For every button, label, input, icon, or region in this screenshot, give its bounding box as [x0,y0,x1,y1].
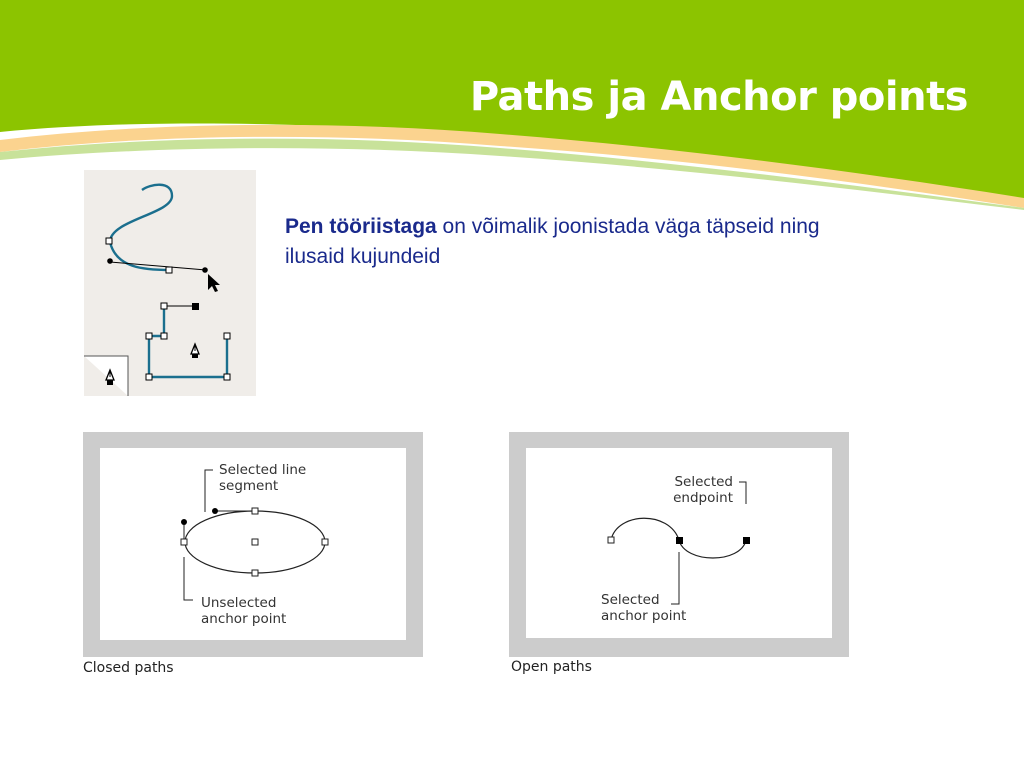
direction-handle [107,258,113,264]
callout-line [204,469,213,512]
anchor-point [223,373,231,381]
curved-path-tail [108,241,171,272]
selected-anchor-point [676,537,683,544]
open-paths-figure: Selected endpoint Selected anchor point [509,432,849,657]
angular-path [147,306,229,379]
header-orange-wave [0,124,1024,208]
anchor-point [223,332,231,340]
label-anchor-2: anchor point [601,608,686,624]
header-light-wave [0,138,1024,210]
label-unselected-1: Unselected [201,595,276,611]
label-anchor-1: Selected [601,592,660,608]
slide-title: Paths ja Anchor points [469,74,969,120]
center-point [251,538,259,546]
closed-paths-figure: Selected line segment Unselected anchor … [83,432,423,657]
anchor-point [145,332,153,340]
closed-paths-caption: Closed paths [83,660,174,676]
anchor-point [251,507,259,515]
anchor-point [180,538,188,546]
callout-line [739,481,747,504]
pen-tool-icon [105,368,115,385]
anchor-point [251,569,259,577]
callout-line [671,552,680,605]
pen-cursor-icon [190,342,200,358]
body-text-rest: on võimalik joonistada väga täpseid ning… [285,215,820,268]
pen-tool-illustration [84,170,256,396]
label-selected-line-1: Selected line [219,462,306,478]
anchor-point [160,332,168,340]
label-endpoint-2: endpoint [673,490,733,506]
open-paths-caption: Open paths [511,659,592,675]
toolbox-corner [84,355,129,396]
label-unselected-2: anchor point [201,611,286,627]
curved-path [108,183,174,243]
body-text: Pen tööriistaga on võimalik joonistada v… [285,212,825,272]
direction-handle [202,267,208,273]
label-selected-line-2: segment [219,478,278,494]
selected-anchor-point [192,303,199,310]
direction-line [109,261,207,271]
body-text-bold: Pen tööriistaga [285,215,437,238]
anchor-point [160,302,168,310]
anchor-point [165,266,173,274]
anchor-point [145,373,153,381]
header-banner [0,0,1024,210]
header-green-band [0,0,1024,205]
label-endpoint-1: Selected [674,474,733,490]
arrow-cursor-icon [208,274,220,292]
selected-endpoint [743,537,750,544]
callout-line [183,557,193,601]
anchor-point [105,237,113,245]
anchor-point [607,536,615,544]
anchor-point [321,538,329,546]
